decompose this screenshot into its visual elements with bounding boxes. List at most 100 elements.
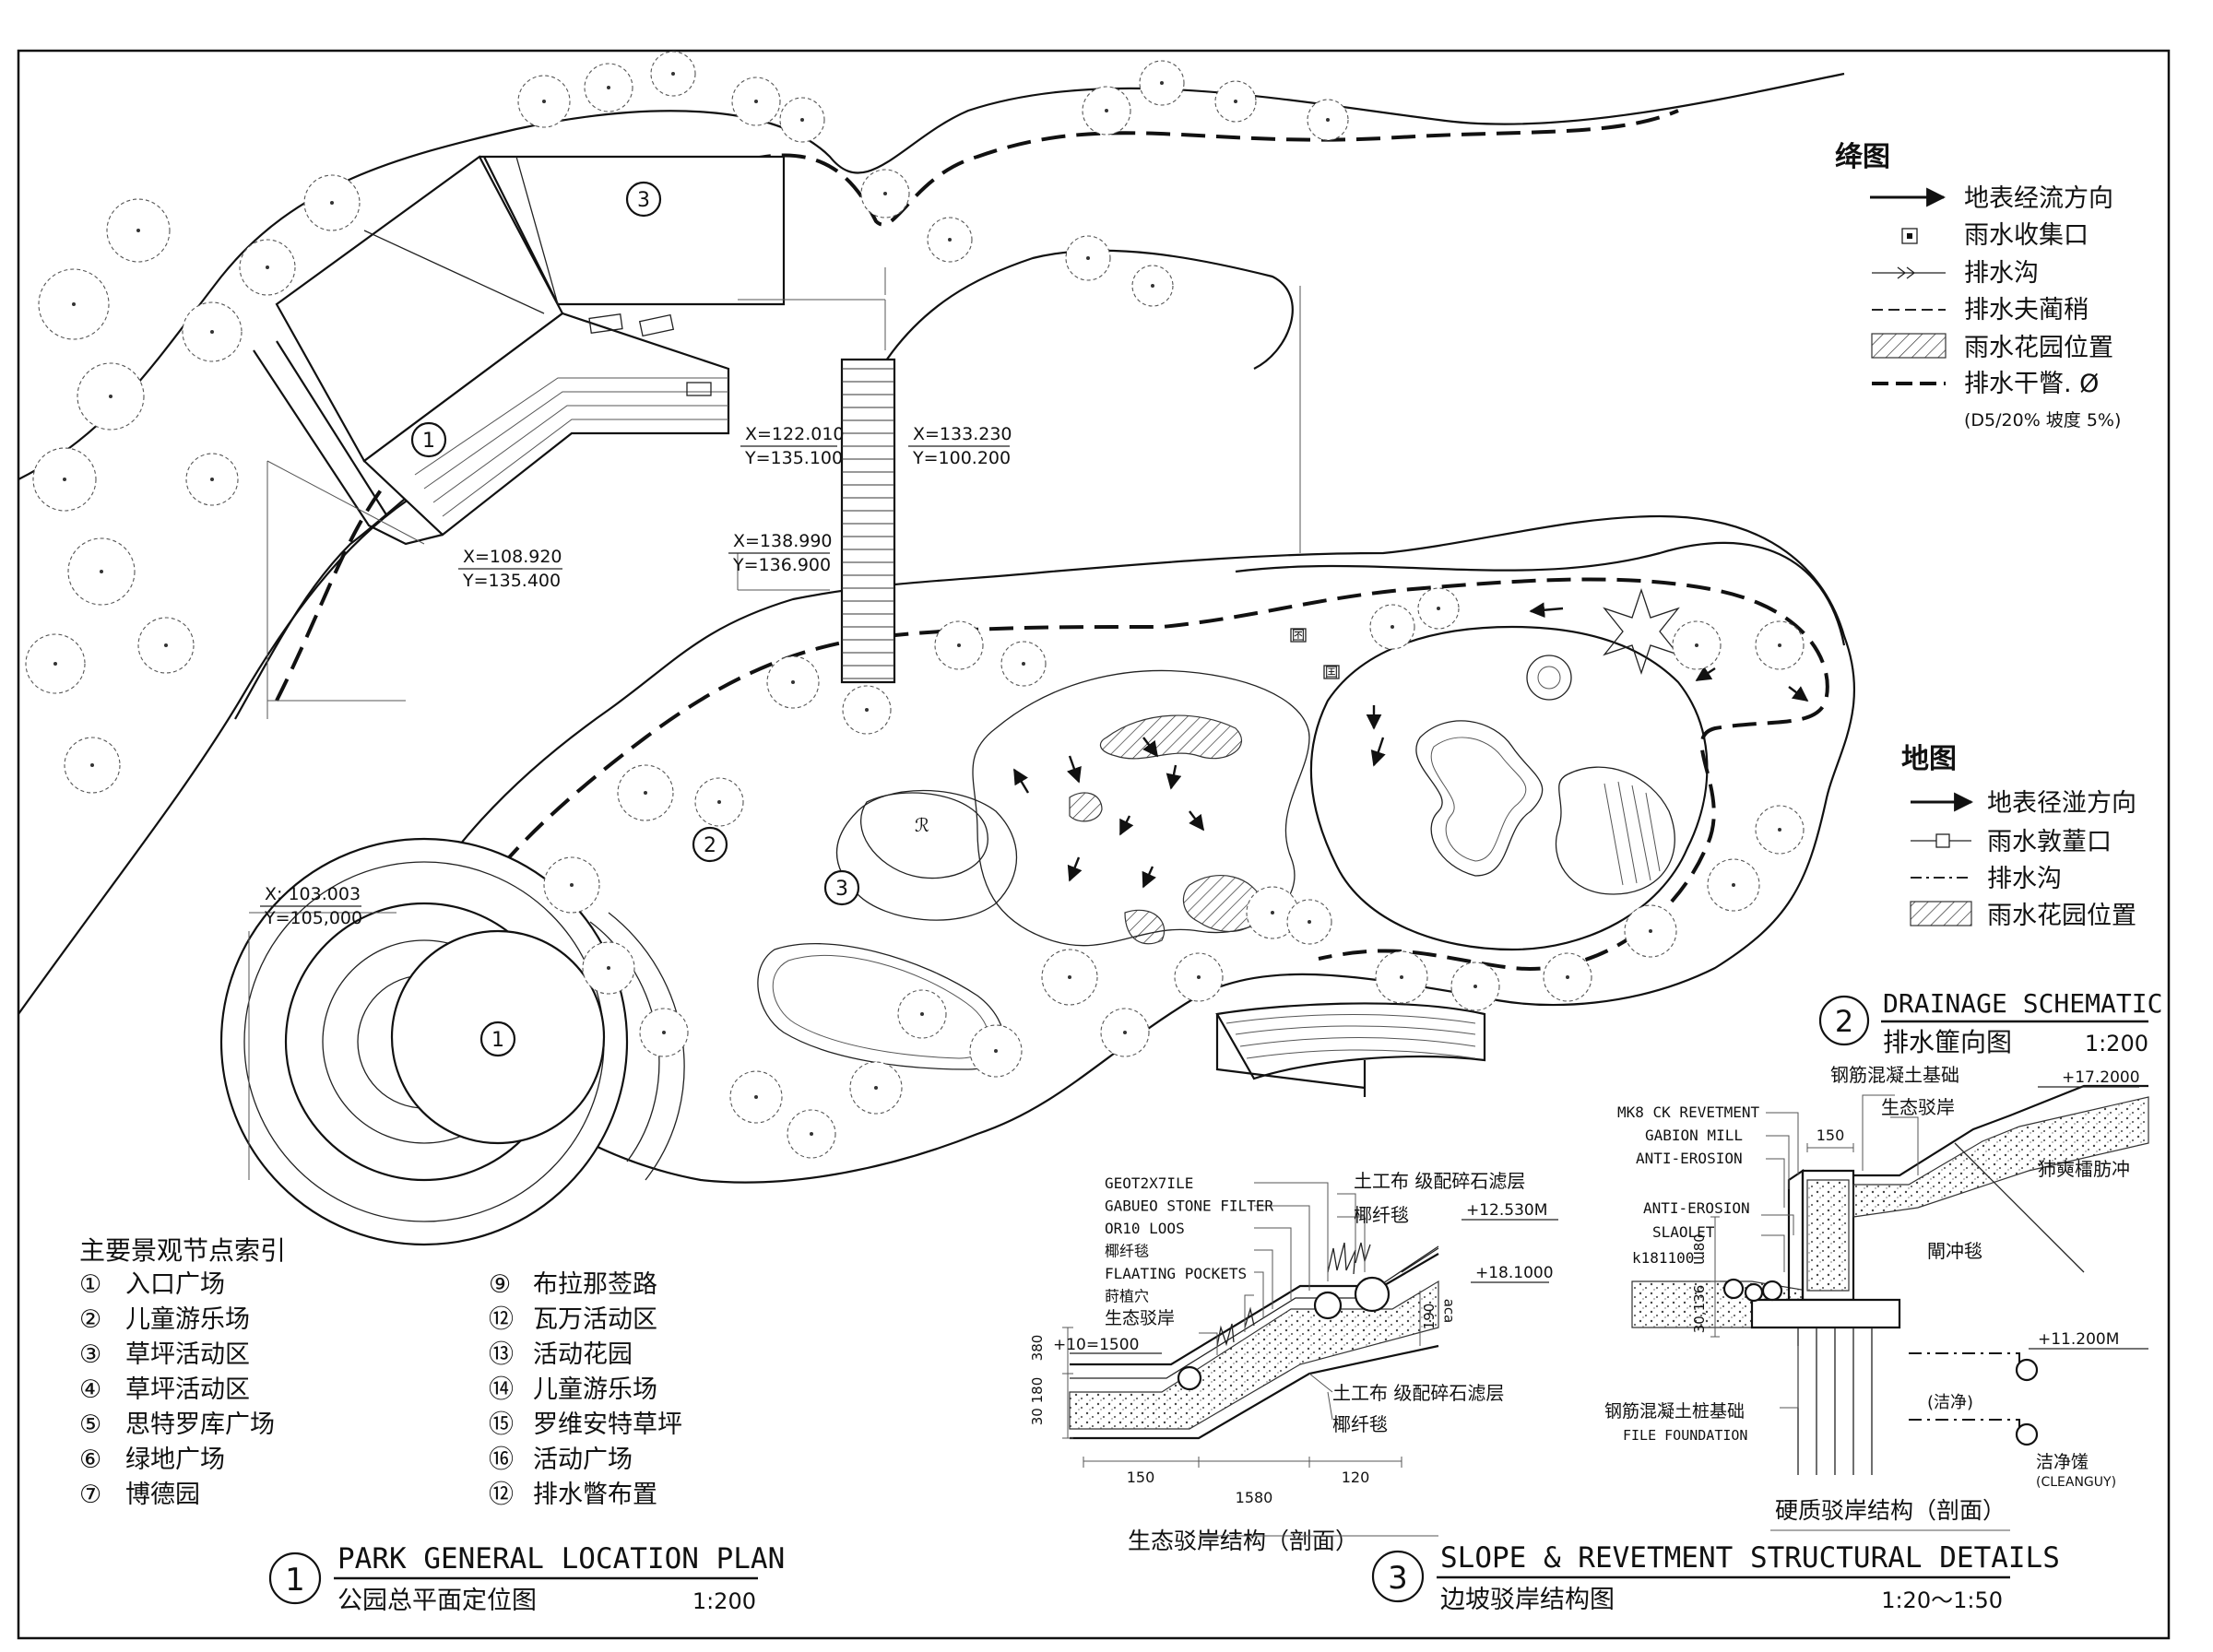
eco-callout: OR10 LOOS	[1105, 1220, 1185, 1237]
eco-log-2	[1313, 1291, 1343, 1320]
legend-mid-item-3: 排水沟	[1987, 865, 2062, 893]
legend-top-note: (D5/20% 坡度 5%)	[1964, 410, 2121, 431]
marker-plaza-label: 1	[491, 1029, 504, 1052]
hard-outlet-label: 洁净馐	[2036, 1452, 2089, 1472]
coord-label-1: X=122.010 Y=135.100	[740, 424, 845, 468]
tree-center	[1473, 985, 1477, 988]
legend-mid-item-2: 雨水敦蕫口	[1987, 828, 2112, 856]
eco-log-1	[1354, 1276, 1391, 1313]
node-index-num: ⑮	[489, 1410, 514, 1439]
river-edge-upper	[18, 72, 1845, 480]
drainage-title-scale: 1:200	[2085, 1031, 2148, 1056]
marker-lawn	[823, 869, 860, 906]
tree-center	[90, 763, 94, 767]
details-title-zh: 边坡驳岸结构图	[1440, 1586, 1615, 1614]
legend-mid-item-1: 地表径湴方向	[1987, 789, 2136, 818]
entrance-ramp	[253, 340, 444, 546]
hard-callout: FILE FOUNDATION	[1623, 1427, 1747, 1444]
eco-callout: 莳植穴	[1105, 1288, 1149, 1305]
hard-slope-line	[1954, 1142, 2085, 1273]
amphitheatre-path	[1215, 1014, 1367, 1097]
node-index-label: 布拉那莶路	[533, 1270, 657, 1299]
eco-caption: 生态驳岸结构（剖面）	[1128, 1528, 1358, 1554]
bridge-rungs	[842, 368, 894, 679]
amphitheatre	[1215, 1002, 1486, 1080]
node-index-num: ⑬	[489, 1340, 514, 1369]
tree-center	[1566, 975, 1569, 979]
runoff-arrow	[1142, 866, 1156, 889]
inlet-marker-1	[1290, 628, 1307, 643]
eco-level-3: +10=1500	[1053, 1336, 1139, 1354]
tree-center	[210, 330, 214, 334]
hard-stones	[1722, 1278, 1745, 1300]
eco-plants	[1216, 1242, 1371, 1347]
legend-top-item-6: 排水干瞥. Ø	[1964, 370, 2099, 398]
bench-3	[686, 382, 712, 396]
hard-right-label-1: 犻奭檑肪冲	[2038, 1158, 2130, 1180]
eco-slope-mid	[1070, 1297, 1388, 1379]
legend-mid: 地图 地表径湴方向 雨水敦蕫口 排水沟 雨水花园位置	[1901, 743, 2136, 930]
runoff-arrow	[1695, 666, 1716, 682]
hard-gabion-fill	[1806, 1179, 1850, 1292]
drainage-title-zh: 排水篚向图	[1883, 1027, 2012, 1057]
hard-dim-80: Ɯ80	[1691, 1233, 1708, 1265]
drainage-title: 2 DRAINAGE SCHEMATIC 排水篚向图 1:200	[1818, 988, 2162, 1057]
tree-center	[1271, 911, 1274, 914]
tree-center	[100, 570, 103, 573]
marker-lawn-label: 3	[835, 878, 848, 901]
tree-center	[754, 100, 758, 103]
tree-center	[920, 1012, 924, 1016]
node-index-num: ③	[79, 1340, 101, 1369]
legend-mid-title: 地图	[1901, 743, 1957, 775]
inlet-mark-2: 囯	[1325, 666, 1338, 680]
legend-top-item-3: 排水沟	[1964, 259, 2039, 288]
tree-center	[1160, 81, 1164, 85]
coord-x-4: X=108.920	[463, 547, 562, 567]
node-index-title: 主要景观节点索引	[79, 1235, 286, 1266]
node-index-label: 瓦万活动区	[533, 1305, 657, 1334]
plan-title-zh: 公园总平面定位图	[337, 1587, 537, 1615]
tree-center	[1022, 662, 1025, 666]
runoff-arrow	[1529, 602, 1564, 619]
hard-leaders	[1761, 1094, 1919, 1409]
eco-section: 150 1580 120 380 30 180 190 ɐɔɐ +12.530M…	[1029, 1170, 1558, 1554]
node-index-label: 博德园	[125, 1481, 200, 1509]
hard-dims	[1710, 1143, 1854, 1338]
eco-dim-120: 120	[1342, 1469, 1370, 1486]
marker-deck-label: 1	[422, 430, 435, 453]
marker-building	[625, 181, 662, 218]
deck-boards	[414, 377, 728, 517]
park-path-loop	[459, 577, 1829, 971]
coord-x-5: X: 103.003	[265, 884, 361, 904]
coord-y-3: Y=136.900	[732, 555, 831, 575]
node-index-label: 儿童游乐场	[125, 1305, 250, 1334]
hard-level-1: +11.200M	[2038, 1330, 2119, 1349]
site-plan: X=122.010 Y=135.100 X=133.230 Y=100.200 …	[18, 51, 1856, 1246]
tree-center	[810, 1132, 813, 1136]
tree-center	[1437, 607, 1440, 610]
tree-center	[1197, 975, 1201, 979]
eco-dim-1580: 1580	[1236, 1489, 1273, 1506]
tree-center	[1732, 883, 1735, 887]
hard-callout: ANTI-EROSION	[1636, 1150, 1743, 1167]
marker-play-label: 2	[704, 834, 716, 857]
eco-callout-right-4: 椰纤毯	[1332, 1413, 1388, 1435]
coord-label-3: X=138.990 Y=136.900	[728, 531, 833, 575]
coord-y-4: Y=135.400	[462, 571, 561, 591]
tree-center	[1326, 118, 1330, 122]
hard-bank-right	[1853, 1084, 2148, 1177]
hard-right-label-2: 閘冲毯	[1927, 1240, 1982, 1262]
node-index-num: ⑫	[489, 1481, 514, 1509]
inlet-icon-box	[1935, 833, 1950, 848]
runoff-arrow	[1370, 737, 1386, 767]
legend-top-item-1: 地表经流方向	[1964, 184, 2113, 213]
eco-callout: FLAATING POCKETS	[1105, 1265, 1247, 1282]
hard-pipe-label: (洁净)	[1927, 1393, 1973, 1412]
plan-title-number: 1	[285, 1562, 305, 1599]
hard-callout: MK8 CK REVETMENT	[1617, 1103, 1759, 1121]
tree-center	[957, 643, 961, 647]
tree-center	[1391, 625, 1394, 629]
